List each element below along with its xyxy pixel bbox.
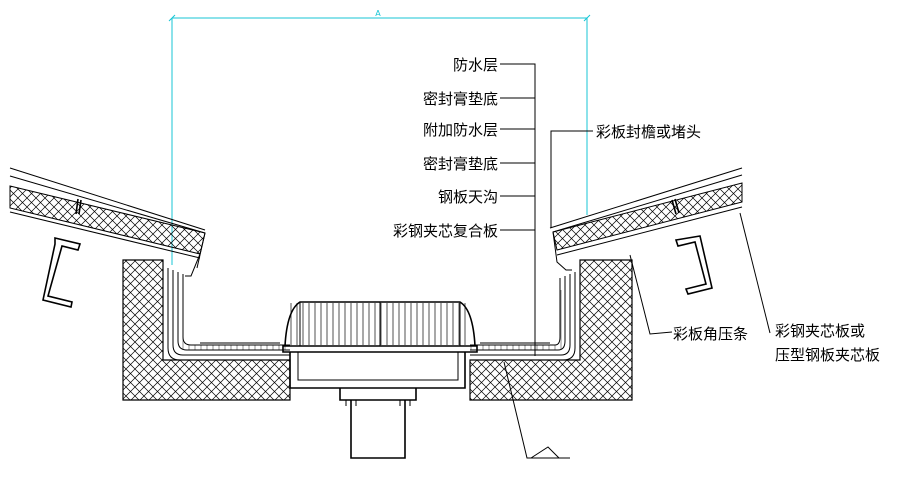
label-steel-gutter: 钢板天沟: [438, 188, 498, 206]
roof-drain: [282, 301, 478, 459]
dimension-text: A: [375, 9, 381, 18]
right-purlin: [671, 198, 713, 295]
gutter-masonry: [122, 259, 633, 401]
label-sandwich-panel-line2: 压型钢板夹芯板: [775, 346, 880, 364]
label-waterproof-layer: 防水层: [453, 56, 498, 74]
left-purlin: [42, 198, 82, 308]
label-sealant-base-1: 密封膏垫底: [423, 90, 498, 108]
steel-gutter-lining: [167, 268, 576, 361]
label-corner-strip: 彩板角压条: [673, 325, 748, 343]
label-color-steel-composite-panel: 彩钢夹芯复合板: [393, 222, 498, 240]
label-sandwich-panel-line1: 彩钢夹芯板或: [775, 322, 865, 340]
label-sealant-base-2: 密封膏垫底: [423, 155, 498, 173]
right-roof-panel: [549, 167, 743, 271]
leader-lines: [500, 63, 771, 459]
dimension-frame: A: [168, 9, 591, 265]
left-roof-panel: [9, 167, 206, 277]
label-eave-seal: 彩板封檐或堵头: [596, 123, 701, 141]
label-extra-waterproof-layer: 附加防水层: [423, 121, 498, 139]
